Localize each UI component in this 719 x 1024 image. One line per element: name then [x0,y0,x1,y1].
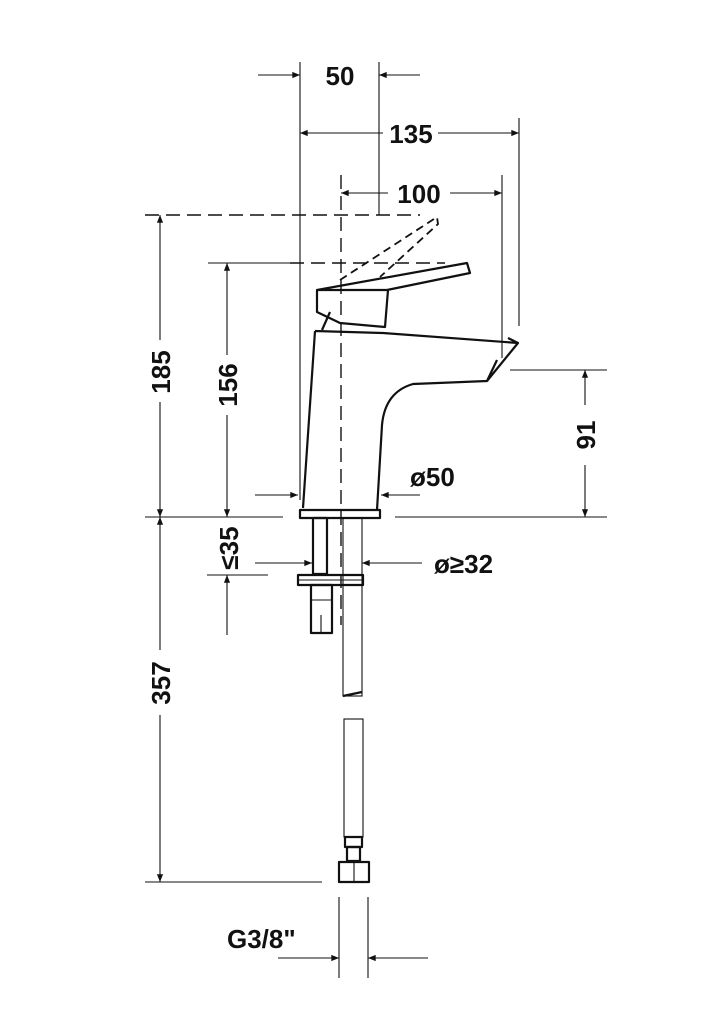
lever-raised-outline [339,215,439,281]
dimension-labels: 50 135 100 185 156 91 ø50 ≤35 ø≥32 357 G… [146,61,601,954]
dim-185: 185 [146,350,176,393]
lever-handle [315,261,472,329]
dim-91: 91 [571,421,601,450]
extension-lines [145,62,607,978]
dim-50: 50 [326,61,355,91]
dim-connection-thread: G3/8" [227,924,296,954]
dim-357: 357 [146,661,176,704]
dim-100: 100 [397,179,440,209]
base-plate [298,508,382,520]
hose-lower [343,718,364,838]
dimension-arrows [156,71,589,962]
dim-base-diameter: ø50 [410,462,455,492]
threaded-shank [311,516,329,576]
mounting-parts [296,516,371,884]
faucet-body [298,215,520,520]
dim-135: 135 [389,119,432,149]
dim-hole-diameter: ø≥32 [434,549,493,579]
hose-upper [342,517,363,697]
dim-deck-thickness: ≤35 [214,526,244,569]
dim-156: 156 [213,363,243,406]
